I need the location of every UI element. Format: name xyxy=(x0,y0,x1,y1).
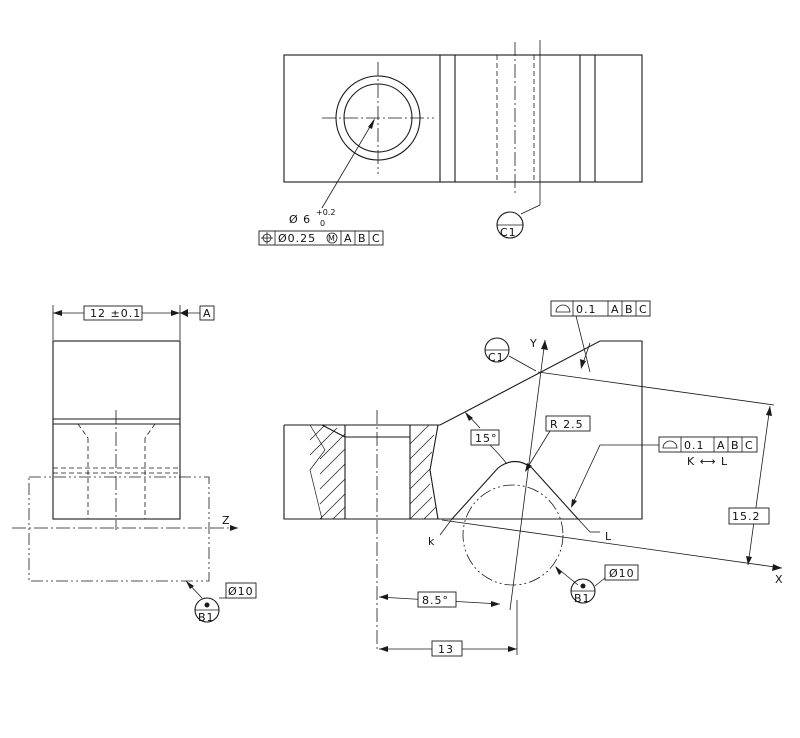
axis-y-line xyxy=(509,339,546,611)
dim-15-2: 15.2 xyxy=(732,510,761,523)
label-l: L xyxy=(605,530,612,543)
profile-fcf-top: 0.1 A B C xyxy=(550,300,651,373)
svg-text:B1: B1 xyxy=(574,592,591,605)
svg-text:A: A xyxy=(611,303,620,316)
svg-text:B: B xyxy=(358,232,367,245)
between-note: K ⟷ L xyxy=(687,455,728,468)
angle-8-5: 8.5° xyxy=(422,594,449,607)
side-view-outline xyxy=(52,340,181,520)
width-dim: 12 ±0.1 xyxy=(90,307,141,320)
profile-surface-icon-2 xyxy=(662,440,678,449)
svg-text:0.1: 0.1 xyxy=(684,439,705,452)
phantom-cylinder xyxy=(28,476,210,582)
hole-diameter: Ø 6 xyxy=(289,213,311,226)
svg-text:C: C xyxy=(745,439,754,452)
svg-text:0.1: 0.1 xyxy=(576,303,597,316)
svg-text:C: C xyxy=(639,303,648,316)
axis-x-line xyxy=(441,519,783,569)
datum-target-b1-front: B1 Ø10 xyxy=(570,564,639,605)
datum-a: A xyxy=(203,307,212,320)
svg-text:Ø10: Ø10 xyxy=(228,585,254,598)
hole-leader xyxy=(321,119,375,209)
datum-target-b1-side: B1 Ø10 xyxy=(194,582,257,624)
svg-text:M: M xyxy=(328,234,335,243)
v-groove xyxy=(451,460,579,520)
datum-target-c1-top: C1 xyxy=(496,211,524,239)
axis-x-label: X xyxy=(775,573,784,586)
mmc-modifier-icon xyxy=(326,232,338,244)
profile-surface-icon xyxy=(555,304,571,313)
svg-text:C1: C1 xyxy=(500,226,517,239)
hole-tol-upper: +0.2 xyxy=(316,208,335,217)
hole-tol-lower: 0 xyxy=(320,219,325,228)
dim-13: 13 xyxy=(438,643,454,656)
svg-text:A: A xyxy=(344,232,353,245)
top-view: Ø 6 +0.2 0 Ø0.25 M A B C C1 xyxy=(258,40,643,246)
position-fcf: Ø0.25 M A B C xyxy=(258,230,384,246)
axis-y-label: Y xyxy=(529,337,538,350)
datum-target-c1-front: C1 xyxy=(484,337,537,372)
svg-text:C1: C1 xyxy=(488,351,505,364)
top-view-outline xyxy=(283,54,643,183)
svg-text:A: A xyxy=(717,439,726,452)
hatch-left xyxy=(309,424,346,520)
svg-text:Ø10: Ø10 xyxy=(609,567,635,580)
svg-text:Ø0.25: Ø0.25 xyxy=(278,232,316,245)
label-k: k xyxy=(428,535,435,548)
profile-fcf-right: 0.1 A B C K ⟷ L xyxy=(571,436,758,508)
front-view: X Y 15.2 C1 0.1 A B C xyxy=(283,300,784,657)
svg-text:C: C xyxy=(372,232,381,245)
svg-text:B: B xyxy=(731,439,740,452)
angle-15: 15° xyxy=(475,432,498,445)
front-view-outline xyxy=(283,340,643,520)
radius: R 2.5 xyxy=(550,418,584,431)
hatch-right xyxy=(409,424,437,520)
svg-text:B: B xyxy=(625,303,634,316)
axis-z-label: Z xyxy=(222,514,231,527)
svg-text:B1: B1 xyxy=(198,611,215,624)
side-view: Z 12 ±0.1 A B1 Ø10 xyxy=(12,305,257,624)
